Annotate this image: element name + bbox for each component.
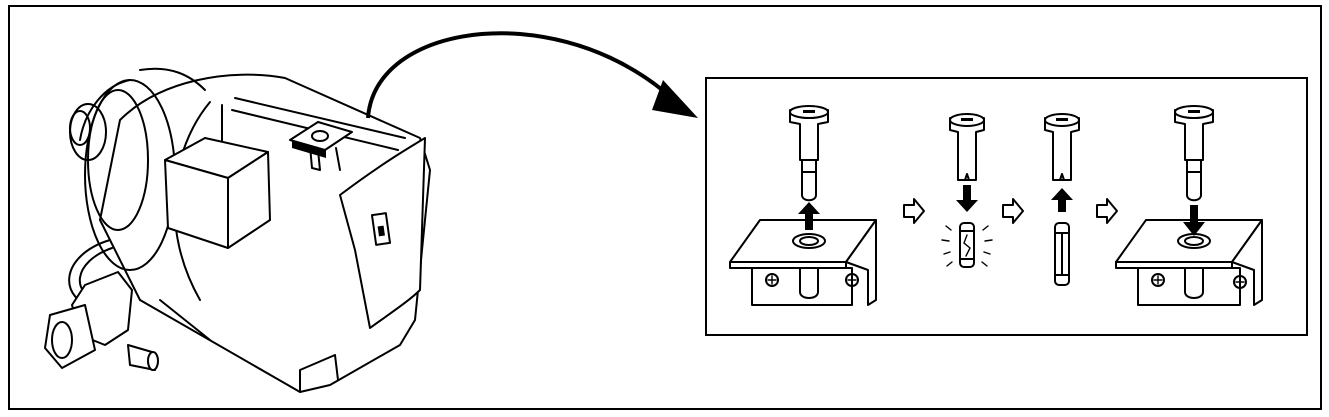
step-2-remove-fuse (941, 113, 993, 268)
fuse-holder-bracket (289, 121, 353, 171)
steps-panel-frame (705, 77, 1308, 336)
hollow-right-arrow-icon (903, 198, 925, 224)
control-knob (44, 271, 159, 371)
hollow-right-arrow-icon (1096, 198, 1118, 224)
side-panel (339, 137, 426, 329)
heater-unit (44, 67, 431, 393)
step-4-reinsert-holder (1115, 105, 1263, 306)
step-3-insert-new-fuse (1044, 113, 1080, 286)
step-1-remove-holder (729, 105, 877, 306)
outer-frame (8, 5, 1322, 410)
cube-block (164, 137, 271, 249)
hollow-right-arrow-icon (1002, 198, 1024, 224)
curved-arrow-icon (366, 31, 698, 119)
